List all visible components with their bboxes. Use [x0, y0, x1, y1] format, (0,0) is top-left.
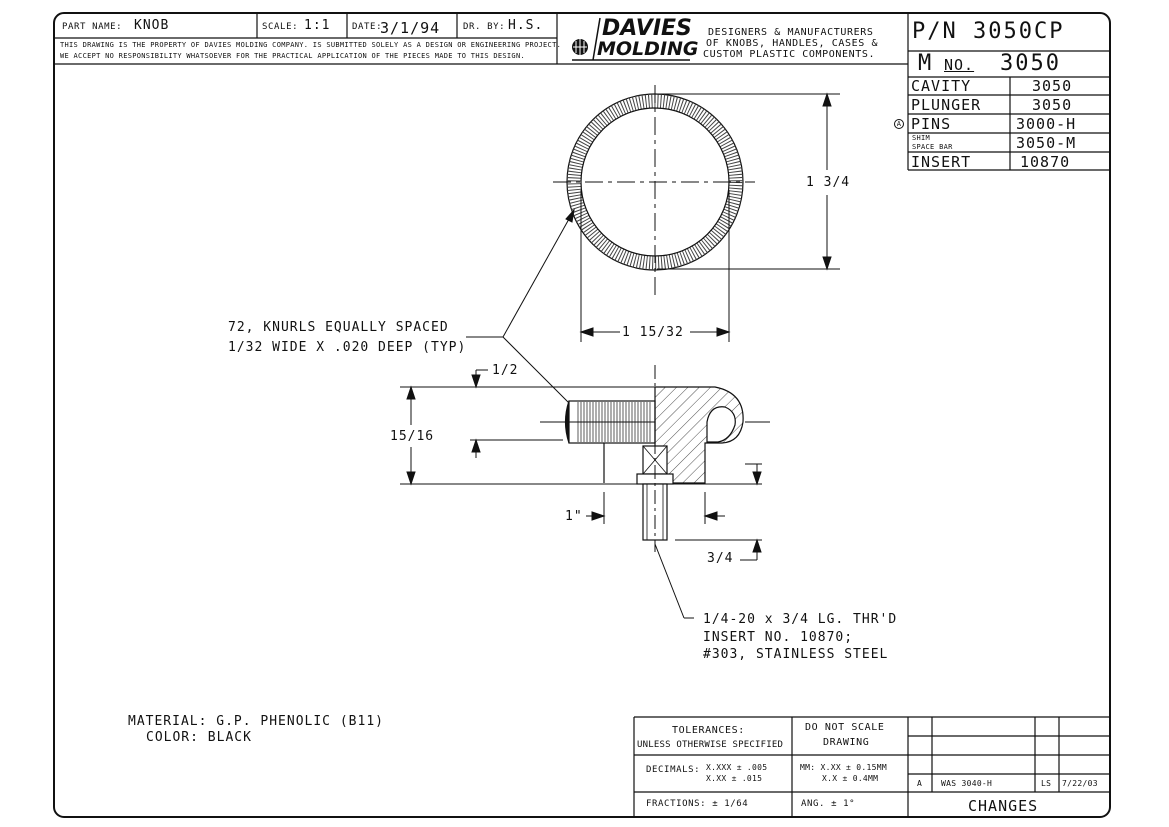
angles: ANG. ± 1° [801, 799, 856, 809]
knurl-leader [466, 208, 575, 409]
notice-line-2: WE ACCEPT NO RESPONSIBILITY WHATSOEVER F… [60, 52, 525, 60]
dim-vertical-dia [657, 92, 840, 271]
scale-label: SCALE: [262, 22, 299, 32]
tagline-2: OF KNOBS, HANDLES, CASES & [706, 38, 879, 49]
m-no-label: NO. [944, 56, 975, 74]
decimals-1: X.XXX ± .005 [706, 763, 768, 772]
change-date: 7/22/03 [1062, 779, 1098, 788]
tagline-3: CUSTOM PLASTIC COMPONENTS. [703, 49, 876, 60]
shim-label: SHIM [912, 134, 931, 142]
dim-horizontal-dia [579, 190, 731, 342]
change-desc: WAS 3040-H [941, 779, 993, 788]
insert-leader [654, 543, 694, 619]
dim-label-15-16: 15/16 [390, 429, 435, 444]
date-label: DATE: [352, 22, 383, 32]
insert-note-2: INSERT NO. 10870; [703, 630, 854, 645]
logo-molding: MOLDING [597, 38, 699, 60]
knurl-note-2: 1/32 WIDE X .020 DEEP (TYP) [228, 340, 467, 355]
dim-label-1-3-4: 1 3/4 [806, 175, 851, 190]
dim-label-3-4: 3/4 [707, 551, 734, 566]
change-by: LS [1041, 779, 1052, 788]
change-rev: A [917, 779, 923, 788]
logo-davies: DAVIES [602, 16, 692, 41]
dim-one-inch [586, 492, 725, 524]
tolerance-title-1: TOLERANCES: [672, 725, 745, 736]
drawn-by-label: DR. BY: [463, 22, 506, 32]
space-bar-label: SPACE BAR [912, 143, 953, 151]
dim-label-half: 1/2 [492, 363, 519, 378]
insert-value: 10870 [1020, 153, 1071, 171]
knurl-note-1: 72, KNURLS EQUALLY SPACED [228, 320, 449, 335]
plunger-label: PLUNGER [911, 96, 982, 114]
scale-value: 1:1 [304, 18, 331, 33]
cavity-label: CAVITY [911, 77, 972, 95]
decimals-label: DECIMALS: [646, 765, 701, 775]
plunger-value: 3050 [1032, 96, 1073, 114]
changes-title: CHANGES [968, 797, 1039, 815]
m-label: M [918, 51, 934, 76]
insert-label: INSERT [911, 153, 972, 171]
pins-marker: A [894, 119, 904, 129]
dim-three-quarter [675, 463, 762, 561]
part-number: P/N 3050CP [912, 19, 1065, 44]
dim-label-1-15-32: 1 15/32 [622, 325, 684, 340]
part-name-label: PART NAME: [62, 22, 123, 32]
notice-line-1: THIS DRAWING IS THE PROPERTY OF DAVIES M… [60, 41, 562, 49]
dim-half [470, 369, 655, 458]
title-block-lines [54, 13, 1110, 171]
tolerance-block-lines [633, 716, 1110, 817]
material-line-1: MATERIAL: G.P. PHENOLIC (B11) [128, 714, 384, 729]
material-line-2: COLOR: BLACK [146, 730, 252, 745]
space-bar-value: 3050-M [1016, 134, 1077, 152]
pins-value: 3000-H [1016, 115, 1077, 133]
cavity-value: 3050 [1032, 77, 1073, 95]
top-view-knob [553, 85, 755, 300]
no-scale-1: DO NOT SCALE [805, 722, 885, 733]
dim-height [400, 385, 770, 486]
dim-label-1-inch: 1" [565, 509, 583, 524]
tagline-1: DESIGNERS & MANUFACTURERS [708, 27, 874, 38]
sheet-border [53, 12, 1111, 818]
m-no-value: 3050 [1000, 51, 1061, 76]
drawn-by: H.S. [508, 18, 544, 33]
tolerance-title-2: UNLESS OTHERWISE SPECIFIED [637, 740, 784, 750]
side-view-knob [564, 365, 744, 552]
decimals-2: X.XX ± .015 [706, 774, 763, 783]
company-logo [572, 17, 690, 61]
date-value: 3/1/94 [380, 19, 441, 37]
part-name: KNOB [134, 18, 170, 33]
pins-label: PINS [911, 115, 952, 133]
insert-note-3: #303, STAINLESS STEEL [703, 647, 889, 662]
fractions: FRACTIONS: ± 1/64 [646, 799, 749, 809]
no-scale-2: DRAWING [823, 737, 870, 748]
mm-2: X.X ± 0.4MM [822, 774, 879, 783]
insert-note-1: 1/4-20 x 3/4 LG. THR'D [703, 612, 898, 627]
mm-1: MM: X.XX ± 0.15MM [800, 763, 887, 772]
